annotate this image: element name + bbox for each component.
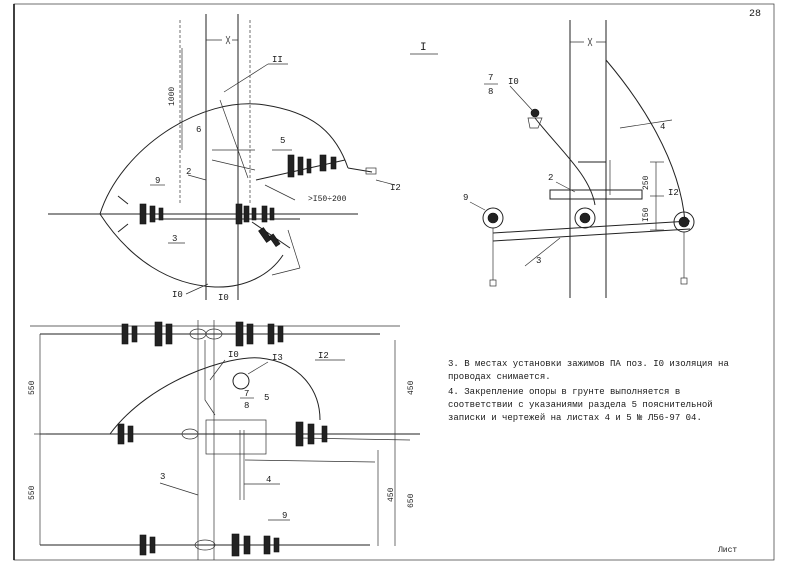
label-10: I0 — [508, 77, 519, 87]
label-2: 2 — [186, 167, 191, 177]
view-title: I — [420, 42, 427, 54]
label-3: 3 — [172, 234, 177, 244]
note-3: 3. В местах установки зажимов ПА поз. I0… — [448, 359, 729, 382]
label-10a: I0 — [172, 290, 183, 300]
dim-450a: 450 — [407, 380, 416, 395]
insulator-down — [251, 221, 301, 276]
label-8: 8 — [244, 401, 249, 411]
label-9: 9 — [282, 511, 287, 521]
ring-insulator-right — [673, 211, 695, 285]
dim-550a: 550 — [28, 380, 37, 395]
notes-block: 3. В местах установки зажимов ПА поз. I0… — [448, 358, 748, 427]
clamp-13 — [232, 372, 250, 390]
label-10: I0 — [228, 350, 239, 360]
label-9: 9 — [155, 176, 160, 186]
ring-insulator-mid — [574, 207, 596, 229]
dim-450b: 450 — [387, 487, 396, 502]
stamp-fragment: Лист — [717, 546, 737, 555]
label-2: 2 — [548, 173, 553, 183]
label-12: I2 — [390, 183, 401, 193]
insulators-middle-row — [117, 421, 328, 447]
label-10b: I0 — [218, 293, 229, 303]
label-7: 7 — [488, 73, 493, 83]
label-8: 8 — [488, 87, 493, 97]
dim-1000: 1000 — [168, 87, 177, 106]
sheet-number: 28 — [749, 9, 761, 20]
note-4: 4. Закрепление опоры в грунте выполняетс… — [448, 387, 713, 423]
label-angle: >I50÷200 — [308, 195, 347, 204]
sheet-frame — [13, 3, 775, 561]
label-4: 4 — [266, 475, 271, 485]
dim-250: 250 — [642, 175, 651, 190]
label-6: 6 — [196, 125, 201, 135]
dim-550b: 550 — [28, 485, 37, 500]
label-7: 7 — [244, 389, 249, 399]
label-3: 3 — [536, 256, 541, 266]
top-right-view: 250 I50 7 8 I0 4 2 9 3 I2 — [463, 20, 695, 298]
label-5: 5 — [264, 393, 269, 403]
insulators-top-row — [121, 321, 284, 347]
label-section-II: II — [272, 55, 283, 65]
dim-650: 650 — [407, 493, 416, 508]
insulator-inclined — [255, 154, 377, 181]
dim-150: I50 — [642, 207, 651, 222]
insulators-bottom-row — [139, 533, 280, 557]
insulator-left — [117, 195, 164, 233]
insulator-right — [235, 203, 275, 225]
label-13: I3 — [272, 353, 283, 363]
ring-insulator-left — [482, 207, 504, 287]
label-12: I2 — [668, 188, 679, 198]
label-12: I2 — [318, 351, 329, 361]
label-5: 5 — [280, 136, 285, 146]
top-left-view: 1000 II 6 2 5 9 3 >I50÷200 I2 I0 I0 — [48, 14, 401, 303]
label-9: 9 — [463, 193, 468, 203]
bottom-plan-view: 550 550 450 450 650 I0 I3 7 8 5 I2 3 4 9 — [28, 320, 420, 560]
label-4: 4 — [660, 122, 665, 132]
label-3: 3 — [160, 472, 165, 482]
